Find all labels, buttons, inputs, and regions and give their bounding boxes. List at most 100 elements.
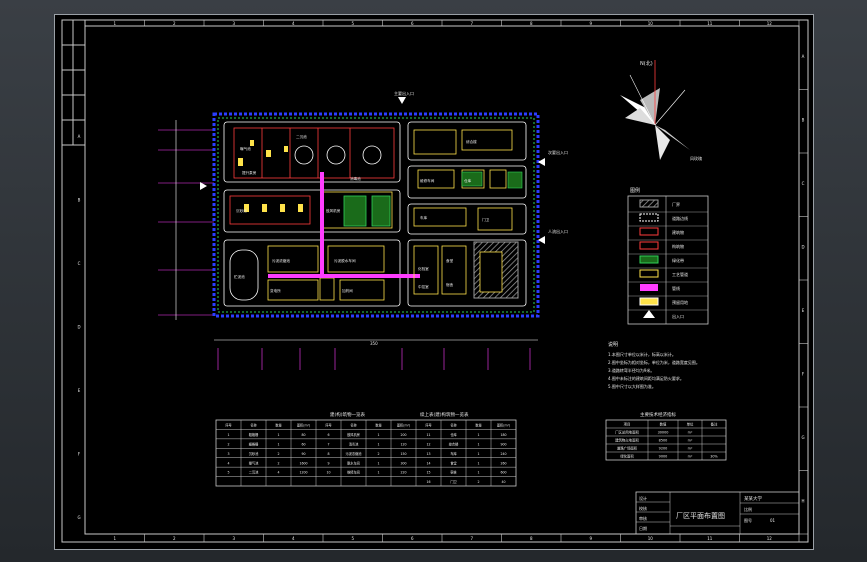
main-table-cell: 综合楼: [449, 441, 459, 446]
main-table-header: 数量: [275, 423, 282, 428]
entrance-top-label: 主要出入口: [394, 90, 414, 96]
notes-line-3: 3.道路转弯半径均为9米。: [608, 367, 654, 373]
building-label-sludge-dewatering: 污泥脱水车间: [334, 258, 356, 263]
main-table-cell: 7: [327, 442, 329, 446]
tech-table-cell: m²: [688, 439, 693, 443]
main-table-cell: 4: [277, 471, 279, 475]
column-number-bottom: 4: [292, 536, 295, 541]
process-area-top: [233, 127, 395, 179]
legend-item-label: 构筑物: [672, 243, 684, 249]
building-label-garage: 车库: [420, 215, 428, 220]
tech-table-header: 项目: [624, 423, 631, 427]
column-number-top: 9: [589, 21, 592, 26]
site-plan: [158, 97, 545, 370]
main-table-header: 面积(m²): [297, 423, 310, 428]
building-label-dosing: 加药间: [342, 288, 353, 293]
tech-table-cell: m²: [688, 455, 693, 459]
legend-item-label: 厂界: [672, 202, 680, 207]
main-table-cell: 9: [327, 461, 329, 465]
storage-tank: [229, 249, 259, 301]
scale-label: 比例: [744, 506, 752, 512]
field-check: 校核: [639, 505, 647, 511]
tech-table-cell: 建筑物占地面积: [615, 438, 639, 443]
column-number-bottom: 1: [113, 536, 116, 541]
title-block: [635, 491, 800, 535]
main-table-cell: 150: [400, 452, 406, 456]
column-number-bottom: 5: [351, 536, 354, 541]
green-belt-border: [217, 117, 535, 313]
main-table-cell: 15: [426, 471, 430, 475]
main-table-cell: 维修车间: [347, 470, 360, 475]
column-number-top: 7: [470, 21, 473, 26]
sheet-value: 01: [770, 518, 776, 523]
right-green: [461, 171, 523, 189]
tech-table-cell: 8500: [659, 439, 668, 443]
drawing-title: 厂区平面布置图: [676, 511, 725, 520]
main-table-header: 面积(m²): [397, 423, 410, 428]
main-table-cell: 宿舍: [450, 470, 457, 475]
tech-table-cell: 9200: [659, 447, 668, 451]
green-patch-2: [371, 195, 391, 227]
main-table-cell: 1: [377, 442, 379, 446]
main-table-cell: 门卫: [450, 479, 457, 484]
main-table-header: 序号: [425, 423, 431, 428]
building-label-sludge-thickener: 污泥浓缩池: [272, 258, 290, 263]
main-table-cell: 车库: [450, 451, 457, 456]
column-number-top: 6: [411, 21, 414, 26]
row-letter-left: F: [78, 451, 81, 456]
main-table-cell: 2: [277, 452, 279, 456]
main-table-cell: 11: [426, 433, 430, 437]
main-table-cell: 240: [500, 452, 506, 456]
tech-table-header: 数值: [660, 422, 667, 427]
main-table-cell: 4: [227, 461, 229, 465]
school-name: 某某大学: [744, 495, 762, 502]
column-number-top: 8: [530, 21, 533, 26]
rose-label: 风玫瑰: [690, 155, 702, 161]
entrance-arrow-left: [200, 182, 207, 190]
main-table-cell: 10: [326, 471, 330, 475]
tech-table-cell: 道路广场面积: [617, 446, 638, 451]
main-table-cell: 1: [377, 433, 379, 437]
tech-table-cell: 30000: [658, 431, 669, 435]
pipelines: [268, 172, 420, 278]
main-table-cell: 1: [477, 461, 479, 465]
legend-item-label: 道路边线: [672, 215, 688, 221]
main-table-cell: 食堂: [450, 460, 456, 465]
row-letter-left: B: [78, 197, 81, 202]
right-buildings: [413, 129, 513, 295]
notes-line-4: 4.图中未标注的建筑间距均满足防火要求。: [608, 375, 684, 381]
notes-line-5: 5.图中尺寸以大样图为准。: [608, 383, 656, 389]
legend-item-label: 工艺管道: [672, 271, 688, 277]
tech-table-header: 单位: [687, 422, 694, 427]
main-table-cell: 细格栅: [249, 441, 259, 446]
main-table-cell: 1: [477, 433, 479, 437]
row-letter-right: H: [801, 498, 804, 503]
row-letter-left: C: [78, 261, 81, 266]
main-table-cell: 污泥浓缩池: [346, 451, 363, 456]
building-label-control: 中控室: [418, 284, 429, 289]
main-table-header: 名称: [350, 423, 357, 428]
main-table-cell: 90: [301, 452, 305, 456]
main-table-cell: 16: [426, 480, 430, 484]
tech-table-cell: 9000: [659, 455, 668, 459]
main-table-cell: 13: [426, 452, 430, 456]
main-table-title: 建(构)筑物一览表: [330, 411, 366, 418]
binding-strip: [61, 19, 86, 146]
legend-item-label: 绿化带: [672, 257, 684, 263]
main-table-cell: 鼓风机房: [347, 432, 360, 437]
main-table-header: 名称: [250, 423, 257, 428]
building-label-office: 综合楼: [466, 139, 477, 144]
column-number-top: 1: [113, 21, 116, 26]
building-label-dorm: 宿舍: [446, 282, 454, 287]
main-table-cell: 二沉池: [249, 470, 259, 475]
column-number-top: 12: [767, 21, 773, 26]
main-table-cell: 1200: [299, 471, 307, 475]
column-number-bottom: 10: [648, 536, 654, 541]
equipment-yellow: [238, 140, 303, 212]
main-table-cell: 260: [500, 461, 506, 465]
main-table-cell: 1: [227, 433, 229, 437]
